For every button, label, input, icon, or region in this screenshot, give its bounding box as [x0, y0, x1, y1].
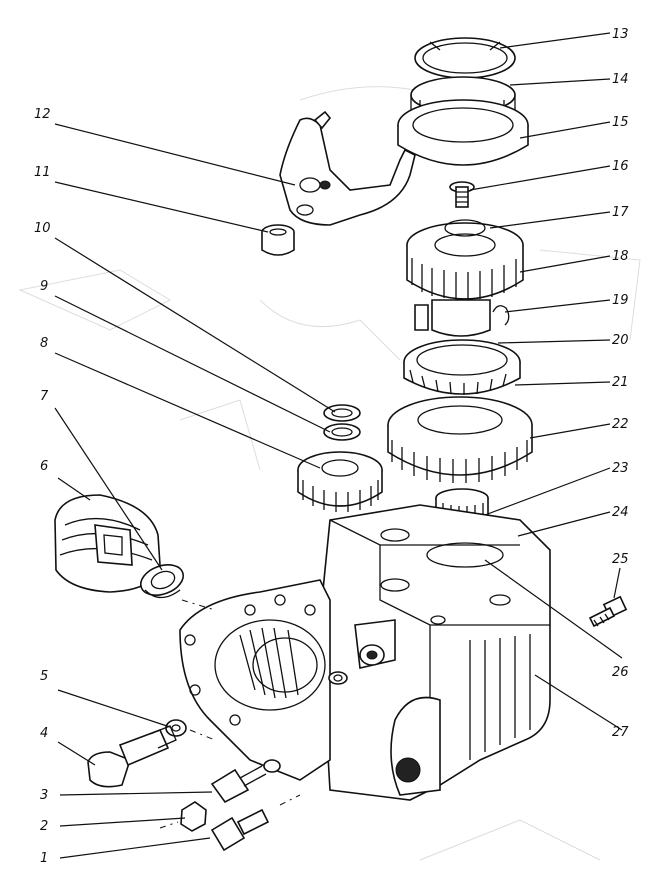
callout-22: 22	[612, 417, 629, 432]
part-3-sensor	[210, 759, 281, 804]
part-4-switch	[87, 725, 177, 788]
callout-21: 21	[612, 375, 629, 390]
leader-lines	[54, 32, 623, 859]
callout-5: 5	[40, 669, 48, 684]
callout-6: 6	[40, 459, 48, 474]
part-shift-boss	[328, 619, 396, 685]
callout-7: 7	[40, 389, 49, 404]
callout-16: 16	[612, 159, 629, 174]
part-11-bushing	[261, 224, 295, 256]
callout-26: 26	[612, 665, 629, 680]
callout-14: 14	[612, 72, 629, 87]
part-22-large-gear	[387, 396, 533, 483]
part-27-gearbox-housing	[319, 504, 551, 801]
callout-3: 3	[40, 788, 48, 803]
callout-12: 12	[34, 107, 51, 122]
callout-27: 27	[612, 725, 629, 740]
callout-25: 25	[612, 552, 629, 567]
part-25-bolt	[588, 595, 628, 628]
part-15-gear-ring	[397, 99, 529, 166]
callout-19: 19	[612, 293, 629, 308]
part-5-washer	[165, 719, 187, 737]
callout-10: 10	[34, 221, 51, 236]
callout-24: 24	[612, 505, 629, 520]
callout-labels: 1 2 3 4 5 6 7 8 9 10 11 12 13 14 15 16 1…	[34, 27, 629, 866]
callout-8: 8	[40, 336, 48, 351]
part-1-plug	[210, 808, 270, 852]
part-6-boot-cover	[54, 494, 161, 593]
callout-2: 2	[40, 819, 48, 834]
part-12-shift-fork	[279, 110, 416, 226]
background-bleed	[18, 86, 641, 861]
callout-20: 20	[612, 333, 629, 348]
part-19-clip	[414, 299, 510, 337]
part-clutch-housing-flange	[179, 579, 331, 781]
part-2-nut	[180, 801, 207, 832]
part-8-9-small-gear	[297, 451, 383, 512]
callout-17: 17	[612, 205, 629, 220]
callout-15: 15	[612, 115, 629, 130]
part-20-21-synchro-ring	[403, 339, 521, 395]
callout-13: 13	[612, 27, 629, 42]
callout-1: 1	[40, 851, 48, 866]
part-17-18-synchro-hub	[406, 219, 524, 300]
assembly-axis-lines	[159, 599, 301, 829]
part-10-washers	[323, 404, 361, 441]
callout-4: 4	[40, 726, 48, 741]
part-16-bolt	[449, 181, 475, 208]
part-13-snap-ring	[414, 37, 516, 79]
callout-11: 11	[34, 165, 51, 180]
callout-23: 23	[612, 461, 629, 476]
part-7-bearing	[139, 564, 185, 599]
callout-18: 18	[612, 249, 629, 264]
callout-9: 9	[40, 279, 48, 294]
